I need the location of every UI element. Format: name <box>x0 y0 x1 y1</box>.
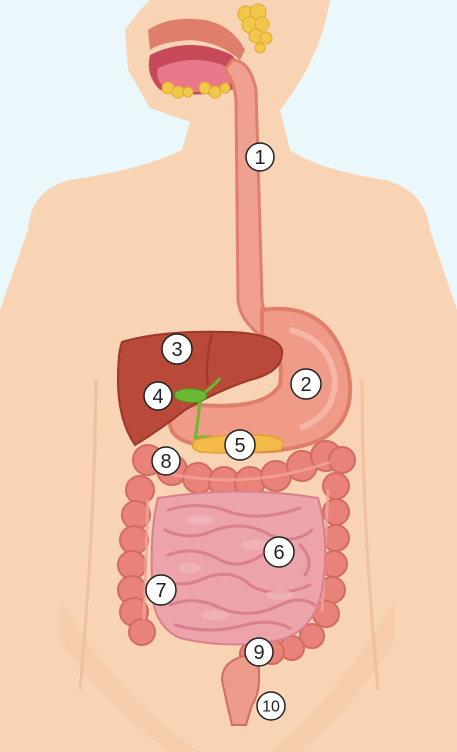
marker-6-label: 6 <box>273 542 284 564</box>
marker-7: 7 <box>146 575 176 605</box>
marker-3: 3 <box>162 334 192 364</box>
marker-1-label: 1 <box>254 147 265 169</box>
marker-2: 2 <box>291 369 321 399</box>
marker-10-label: 10 <box>262 699 280 716</box>
marker-10: 10 <box>257 692 285 720</box>
marker-7-label: 7 <box>155 580 166 602</box>
marker-8: 8 <box>152 447 180 475</box>
marker-6: 6 <box>264 537 294 567</box>
marker-2-label: 2 <box>300 374 311 396</box>
marker-5: 5 <box>225 430 255 460</box>
marker-4-label: 4 <box>152 386 163 408</box>
marker-9: 9 <box>245 638 273 666</box>
marker-5-label: 5 <box>234 435 245 457</box>
marker-3-label: 3 <box>171 339 182 361</box>
gallbladder <box>175 389 207 403</box>
marker-4: 4 <box>144 382 172 410</box>
marker-1: 1 <box>246 143 274 171</box>
marker-8-label: 8 <box>160 451 171 473</box>
marker-9-label: 9 <box>253 642 264 664</box>
small-intestine <box>152 492 326 645</box>
